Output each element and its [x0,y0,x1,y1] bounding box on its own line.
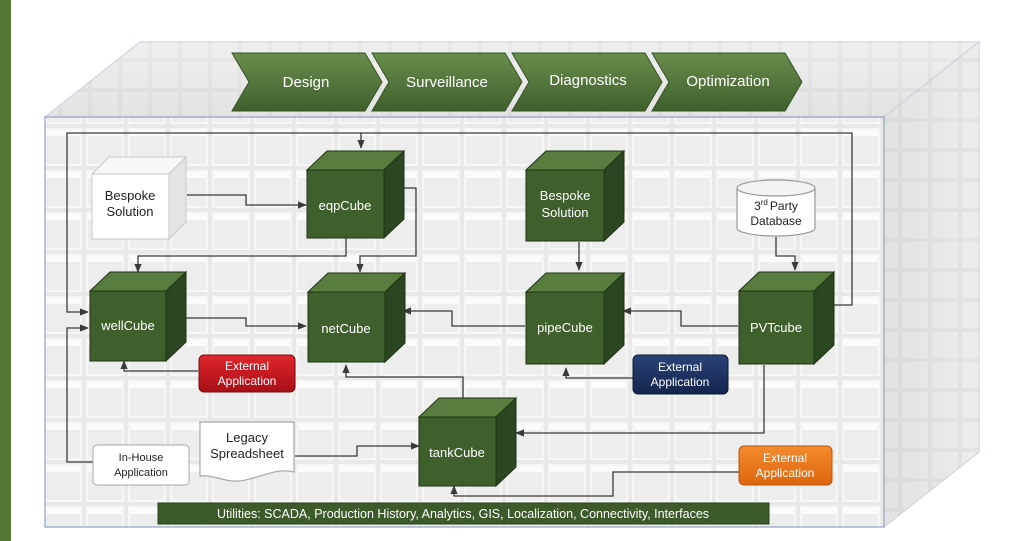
arrow-pvt-to-eqp [357,132,853,306]
chevron-surveillance: Surveillance [371,52,523,112]
arrow-pvt-to-pipe [622,307,738,327]
bespoke-right-line2: Solution [542,205,589,220]
ext-orange-line1: External [763,451,807,465]
wellcube-label: wellCube [100,318,154,333]
bespoke-solution-right: Bespoke Solution [524,149,626,243]
chevron-label-design: Design [283,74,330,91]
connectors [66,132,853,497]
bespoke-left-line2: Solution [107,204,154,219]
document-icon [199,421,295,482]
ext-red-line1: External [225,359,269,373]
arrow-eqp-to-well [134,238,347,273]
ext-orange-line2: Application [756,466,815,480]
chevron-design: Design [231,52,383,112]
pvtcube[interactable]: PVTcube [737,270,836,366]
eqpcube[interactable]: eqpCube [305,149,406,240]
utilities-bar: Utilities: SCADA, Production History, An… [157,502,770,525]
arrow-eqp-to-net [356,187,417,273]
database-icon [736,188,816,237]
arrow-top-to-well [66,132,361,316]
arrow-db-to-pvt [775,237,799,271]
inhouse-line2: Application [114,467,168,479]
bespoke-right-line1: Bespoke [540,188,591,203]
legacy-line1: Legacy [226,430,268,445]
arrow-extnavy-to-pipe [562,367,633,379]
wellcube[interactable]: wellCube [88,270,188,363]
ext-red-line2: Application [218,374,277,388]
external-application-navy[interactable]: External Application [632,354,729,395]
ext-navy-line2: Application [651,375,710,389]
chevron-diagnostics: Diagnostics [511,52,663,112]
arrow-legacy-to-tank [295,442,420,457]
inhouse-line1: In-House [119,452,164,464]
arrow-pvt-to-tank [515,365,765,437]
legacy-spreadsheet[interactable]: Legacy Spreadsheet [199,421,295,482]
chevron-label-diagnostics: Diagnostics [549,72,627,89]
pipecube[interactable]: pipeCube [524,271,626,366]
netcube-label: netCube [321,321,370,336]
in-house-application[interactable]: In-House Application [92,444,190,486]
arrow-pipe-to-net [402,307,525,327]
arrow-inhouse-to-well [66,324,93,463]
arrow-well-to-net [185,317,307,330]
tankcube[interactable]: tankCube [417,396,518,488]
tankcube-label: tankCube [429,445,485,460]
external-application-red[interactable]: External Application [198,354,296,393]
database-line2: Database [750,214,802,228]
chevron-optimization: Optimization [651,52,803,112]
arrow-bespoke-to-eqp [187,194,307,209]
utilities-label: Utilities: SCADA, Production History, An… [217,507,709,521]
arrow-tank-to-net [342,364,464,398]
left-edge-strip [0,0,11,541]
chevron-label-surveillance: Surveillance [406,74,488,91]
arrow-extred-to-well [120,360,198,372]
bespoke-solution-left: Bespoke Solution [90,155,188,241]
pipecube-label: pipeCube [537,320,593,335]
ext-navy-line1: External [658,360,702,374]
bespoke-left-line1: Bespoke [105,188,156,203]
external-application-orange[interactable]: External Application [738,445,833,486]
chevron-label-optimization: Optimization [686,73,769,90]
legacy-line2: Spreadsheet [210,446,284,461]
eqpcube-label: eqpCube [319,198,372,213]
arrow-extorange-to-tank [450,471,739,497]
process-chevrons: Design Surveillance Diagnostics Optimiza… [231,52,803,112]
pvtcube-label: PVTcube [750,320,802,335]
netcube[interactable]: netCube [306,271,407,364]
